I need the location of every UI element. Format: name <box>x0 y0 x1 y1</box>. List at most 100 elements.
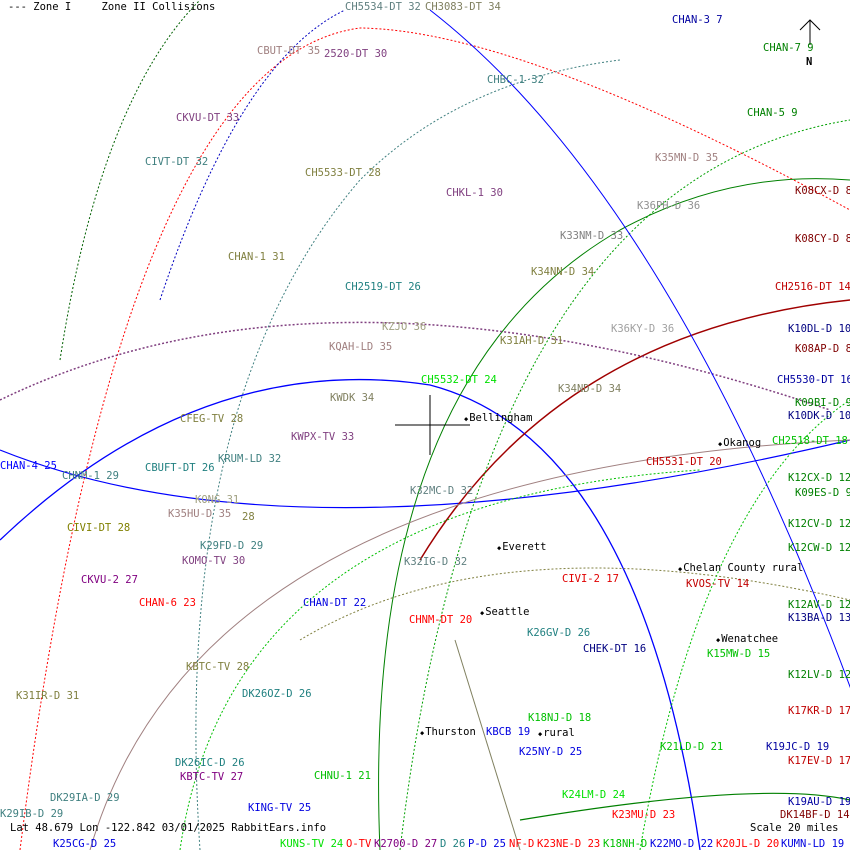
station-label[interactable]: D 26 <box>440 838 466 850</box>
station-label[interactable]: KOMO-TV 30 <box>182 555 246 567</box>
station-label[interactable]: CHNU-1 21 <box>314 770 371 782</box>
station-label[interactable]: CHAN-1 31 <box>228 251 285 263</box>
station-label[interactable]: CHAN-4 25 <box>0 460 57 472</box>
station-label[interactable]: K12CW-D 12 <box>788 542 850 554</box>
station-label[interactable]: K15MW-D 15 <box>707 648 771 660</box>
station-label[interactable]: CHAN-6 23 <box>139 597 196 609</box>
station-label[interactable]: KBTC-TV 28 <box>186 661 250 673</box>
station-label[interactable]: K31AH-D 31 <box>500 335 564 347</box>
station-label[interactable]: K36PH-D 36 <box>637 200 701 212</box>
contour-arc <box>59 0 201 361</box>
station-label[interactable]: CH3083-DT 34 <box>425 1 501 13</box>
station-label[interactable]: K18NH-D <box>603 838 648 850</box>
station-label[interactable]: CH2516-DT 14 <box>775 281 850 293</box>
station-label[interactable]: K10DK-D 10 <box>788 410 850 422</box>
station-label[interactable]: K10DL-D 10 <box>788 323 850 335</box>
station-label[interactable]: K18NJ-D 18 <box>528 712 592 724</box>
station-label[interactable]: K19JC-D 19 <box>766 741 830 753</box>
station-label[interactable]: K31IR-D 31 <box>16 690 80 702</box>
station-label[interactable]: CHBC-1 32 <box>487 74 544 86</box>
station-label[interactable]: CHNM-1 29 <box>62 470 119 482</box>
station-label[interactable]: KWDK 34 <box>330 392 375 404</box>
station-label[interactable]: K08CX-D 8 <box>795 185 850 197</box>
station-label[interactable]: KBCB 19 <box>486 726 531 738</box>
station-label[interactable]: CHAN-7 9 <box>763 42 814 54</box>
station-label[interactable]: K12LV-D 12 <box>788 669 850 681</box>
station-label[interactable]: KVOS-TV 14 <box>686 578 750 590</box>
contour-arc <box>89 439 850 850</box>
station-label[interactable]: 28 <box>242 511 255 523</box>
station-label[interactable]: CH5532-DT 24 <box>421 374 497 386</box>
station-label[interactable]: NF-D <box>509 838 535 850</box>
station-label[interactable]: DK14BF-D 14 <box>780 809 850 821</box>
station-label[interactable]: CHKL-1 30 <box>446 187 503 199</box>
station-label[interactable]: CHAN-3 7 <box>672 14 723 26</box>
station-label[interactable]: CIVI-DT 28 <box>67 522 131 534</box>
station-label[interactable]: CHAN-DT 22 <box>303 597 367 609</box>
station-label[interactable]: KQAH-LD 35 <box>329 341 393 353</box>
station-label[interactable]: KZJO 36 <box>382 321 427 333</box>
station-label[interactable]: K35HU-D 35 <box>168 508 232 520</box>
station-label[interactable]: CH5531-DT 20 <box>646 456 722 468</box>
station-label[interactable]: CH2519-DT 26 <box>345 281 421 293</box>
station-label[interactable]: K25NY-D 25 <box>519 746 583 758</box>
station-label[interactable]: K33NM-D 33 <box>560 230 624 242</box>
station-label[interactable]: CH2518-DT 18 <box>772 435 848 447</box>
station-label[interactable]: K26GV-D 26 <box>527 627 591 639</box>
station-label[interactable]: DK26IC-D 26 <box>175 757 245 769</box>
station-label[interactable]: K12CX-D 12 <box>788 472 850 484</box>
station-label[interactable]: DK26OZ-D 26 <box>242 688 312 700</box>
station-label[interactable]: K17EV-D 17 <box>788 755 850 767</box>
station-label[interactable]: K08AP-D 8 <box>795 343 850 355</box>
station-label[interactable]: CH5533-DT 28 <box>305 167 381 179</box>
station-label[interactable]: KONG 31 <box>195 494 240 506</box>
station-label[interactable]: KWPX-TV 33 <box>291 431 355 443</box>
station-label[interactable]: K23MU-D 23 <box>612 809 676 821</box>
station-label[interactable]: CBUT-DT 35 <box>257 45 321 57</box>
station-label[interactable]: P-D 25 <box>468 838 506 850</box>
station-label[interactable]: K32MC-D 32 <box>410 485 474 497</box>
station-label[interactable]: CBUFT-DT 26 <box>145 462 215 474</box>
station-label[interactable]: K09BI-D 9 <box>795 397 850 409</box>
station-label[interactable]: K12AV-D 12 <box>788 599 850 611</box>
station-label[interactable]: K2700-D 27 <box>374 838 438 850</box>
station-label[interactable]: K23NE-D 23 <box>537 838 601 850</box>
station-label[interactable]: 2520-DT 30 <box>324 48 388 60</box>
station-label[interactable]: KUMN-LD 19 <box>781 838 845 850</box>
station-label[interactable]: KUNS-TV 24 <box>280 838 344 850</box>
station-label[interactable]: KBTC-TV 27 <box>180 771 244 783</box>
station-label[interactable]: CIVT-DT 32 <box>145 156 209 168</box>
station-label[interactable]: CH5534-DT 32 <box>345 1 421 13</box>
station-label[interactable]: CFEG-TV 28 <box>180 413 244 425</box>
station-label[interactable]: CKVU-2 27 <box>81 574 138 586</box>
station-label[interactable]: K21LD-D 21 <box>660 741 724 753</box>
station-label[interactable]: K08CY-D 8 <box>795 233 850 245</box>
station-label[interactable]: CHAN-5 9 <box>747 107 798 119</box>
station-label[interactable]: K34ND-D 34 <box>558 383 622 395</box>
station-label[interactable]: K32IG-D 32 <box>404 556 468 568</box>
station-label[interactable]: K35MN-D 35 <box>655 152 719 164</box>
station-label[interactable]: K25CG-D 25 <box>53 838 117 850</box>
station-label[interactable]: DK29IA-D 29 <box>50 792 120 804</box>
station-label[interactable]: K29IB-D 29 <box>0 808 64 820</box>
station-label[interactable]: CH5530-DT 16 <box>777 374 850 386</box>
station-label[interactable]: K20JL-D 20 <box>716 838 780 850</box>
station-label[interactable]: KING-TV 25 <box>248 802 312 814</box>
station-label[interactable]: CIVI-2 17 <box>562 573 619 585</box>
station-label[interactable]: K12CV-D 12 <box>788 518 850 530</box>
station-label[interactable]: CHNM-DT 20 <box>409 614 473 626</box>
station-label[interactable]: O-TV <box>346 838 372 850</box>
station-label[interactable]: K13BA-D 13 <box>788 612 850 624</box>
station-label[interactable]: K24LM-D 24 <box>562 789 626 801</box>
station-label[interactable]: K17KR-D 17 <box>788 705 850 717</box>
station-label[interactable]: K36KY-D 36 <box>611 323 675 335</box>
station-label[interactable]: K09ES-D 9 <box>795 487 850 499</box>
station-label[interactable]: CHEK-DT 16 <box>583 643 647 655</box>
station-label[interactable]: K22MO-D 22 <box>650 838 714 850</box>
station-label[interactable]: K29FD-D 29 <box>200 540 264 552</box>
station-label[interactable]: K34NN-D 34 <box>531 266 595 278</box>
station-label[interactable]: KRUM-LD 32 <box>218 453 282 465</box>
station-label[interactable]: CKVU-DT 33 <box>176 112 240 124</box>
station-label[interactable]: K19AU-D 19 <box>788 796 850 808</box>
